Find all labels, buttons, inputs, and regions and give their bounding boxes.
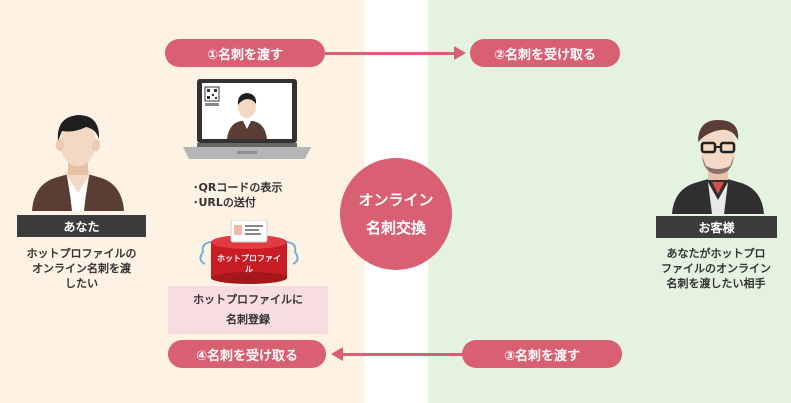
online-exchange-circle: オンライン 名刺交換 [340, 158, 452, 270]
you-desc-line1: ホットプロファイルの [26, 247, 137, 260]
step1-pill: ①名刺を渡す [165, 39, 325, 67]
center-line1: オンライン [358, 191, 434, 209]
you-desc-line2: オンライン名刺を渡 [32, 262, 131, 275]
step3-pill: ③名刺を渡す [462, 340, 622, 368]
step1-arrow-head [454, 46, 466, 60]
you-desc-line3: したい [65, 277, 98, 290]
laptop-notes: ･QRコードの表示 ･URLの送付 [193, 180, 282, 210]
center-line2: 名刺交換 [365, 219, 426, 237]
customer-desc-line1: あなたがホットプロ [666, 247, 766, 260]
laptop-note-url: ･URLの送付 [193, 196, 256, 209]
registration-line1: ホットプロファイルに [193, 293, 303, 306]
laptop-note-qr: ･QRコードの表示 [193, 181, 283, 194]
step2-pill: ②名刺を受け取る [470, 39, 620, 67]
step3-arrow-line [343, 353, 462, 356]
laptop-icon [183, 79, 311, 159]
customer-label: お客様 [656, 216, 777, 238]
customer-desc-line2: ファイルのオンライン [661, 262, 771, 275]
customer-description: あなたがホットプロ ファイルのオンライン 名刺を渡したい相手 [648, 246, 784, 291]
hotprofile-database-icon [199, 220, 299, 284]
customer-person-icon [672, 120, 764, 214]
you-description: ホットプロファイルの オンライン名刺を渡 したい [17, 246, 146, 291]
step1-arrow-line [325, 52, 455, 55]
customer-desc-line3: 名刺を渡したい相手 [666, 277, 766, 290]
step4-pill: ④名刺を受け取る [168, 340, 326, 368]
you-label: あなた [17, 215, 146, 237]
database-logo-text: ホットプロファイル [217, 254, 281, 274]
registration-box: ホットプロファイルに 名刺登録 [168, 286, 328, 334]
you-person-icon [32, 115, 124, 211]
step3-arrow-head [331, 347, 343, 361]
registration-line2: 名刺登録 [226, 313, 270, 326]
